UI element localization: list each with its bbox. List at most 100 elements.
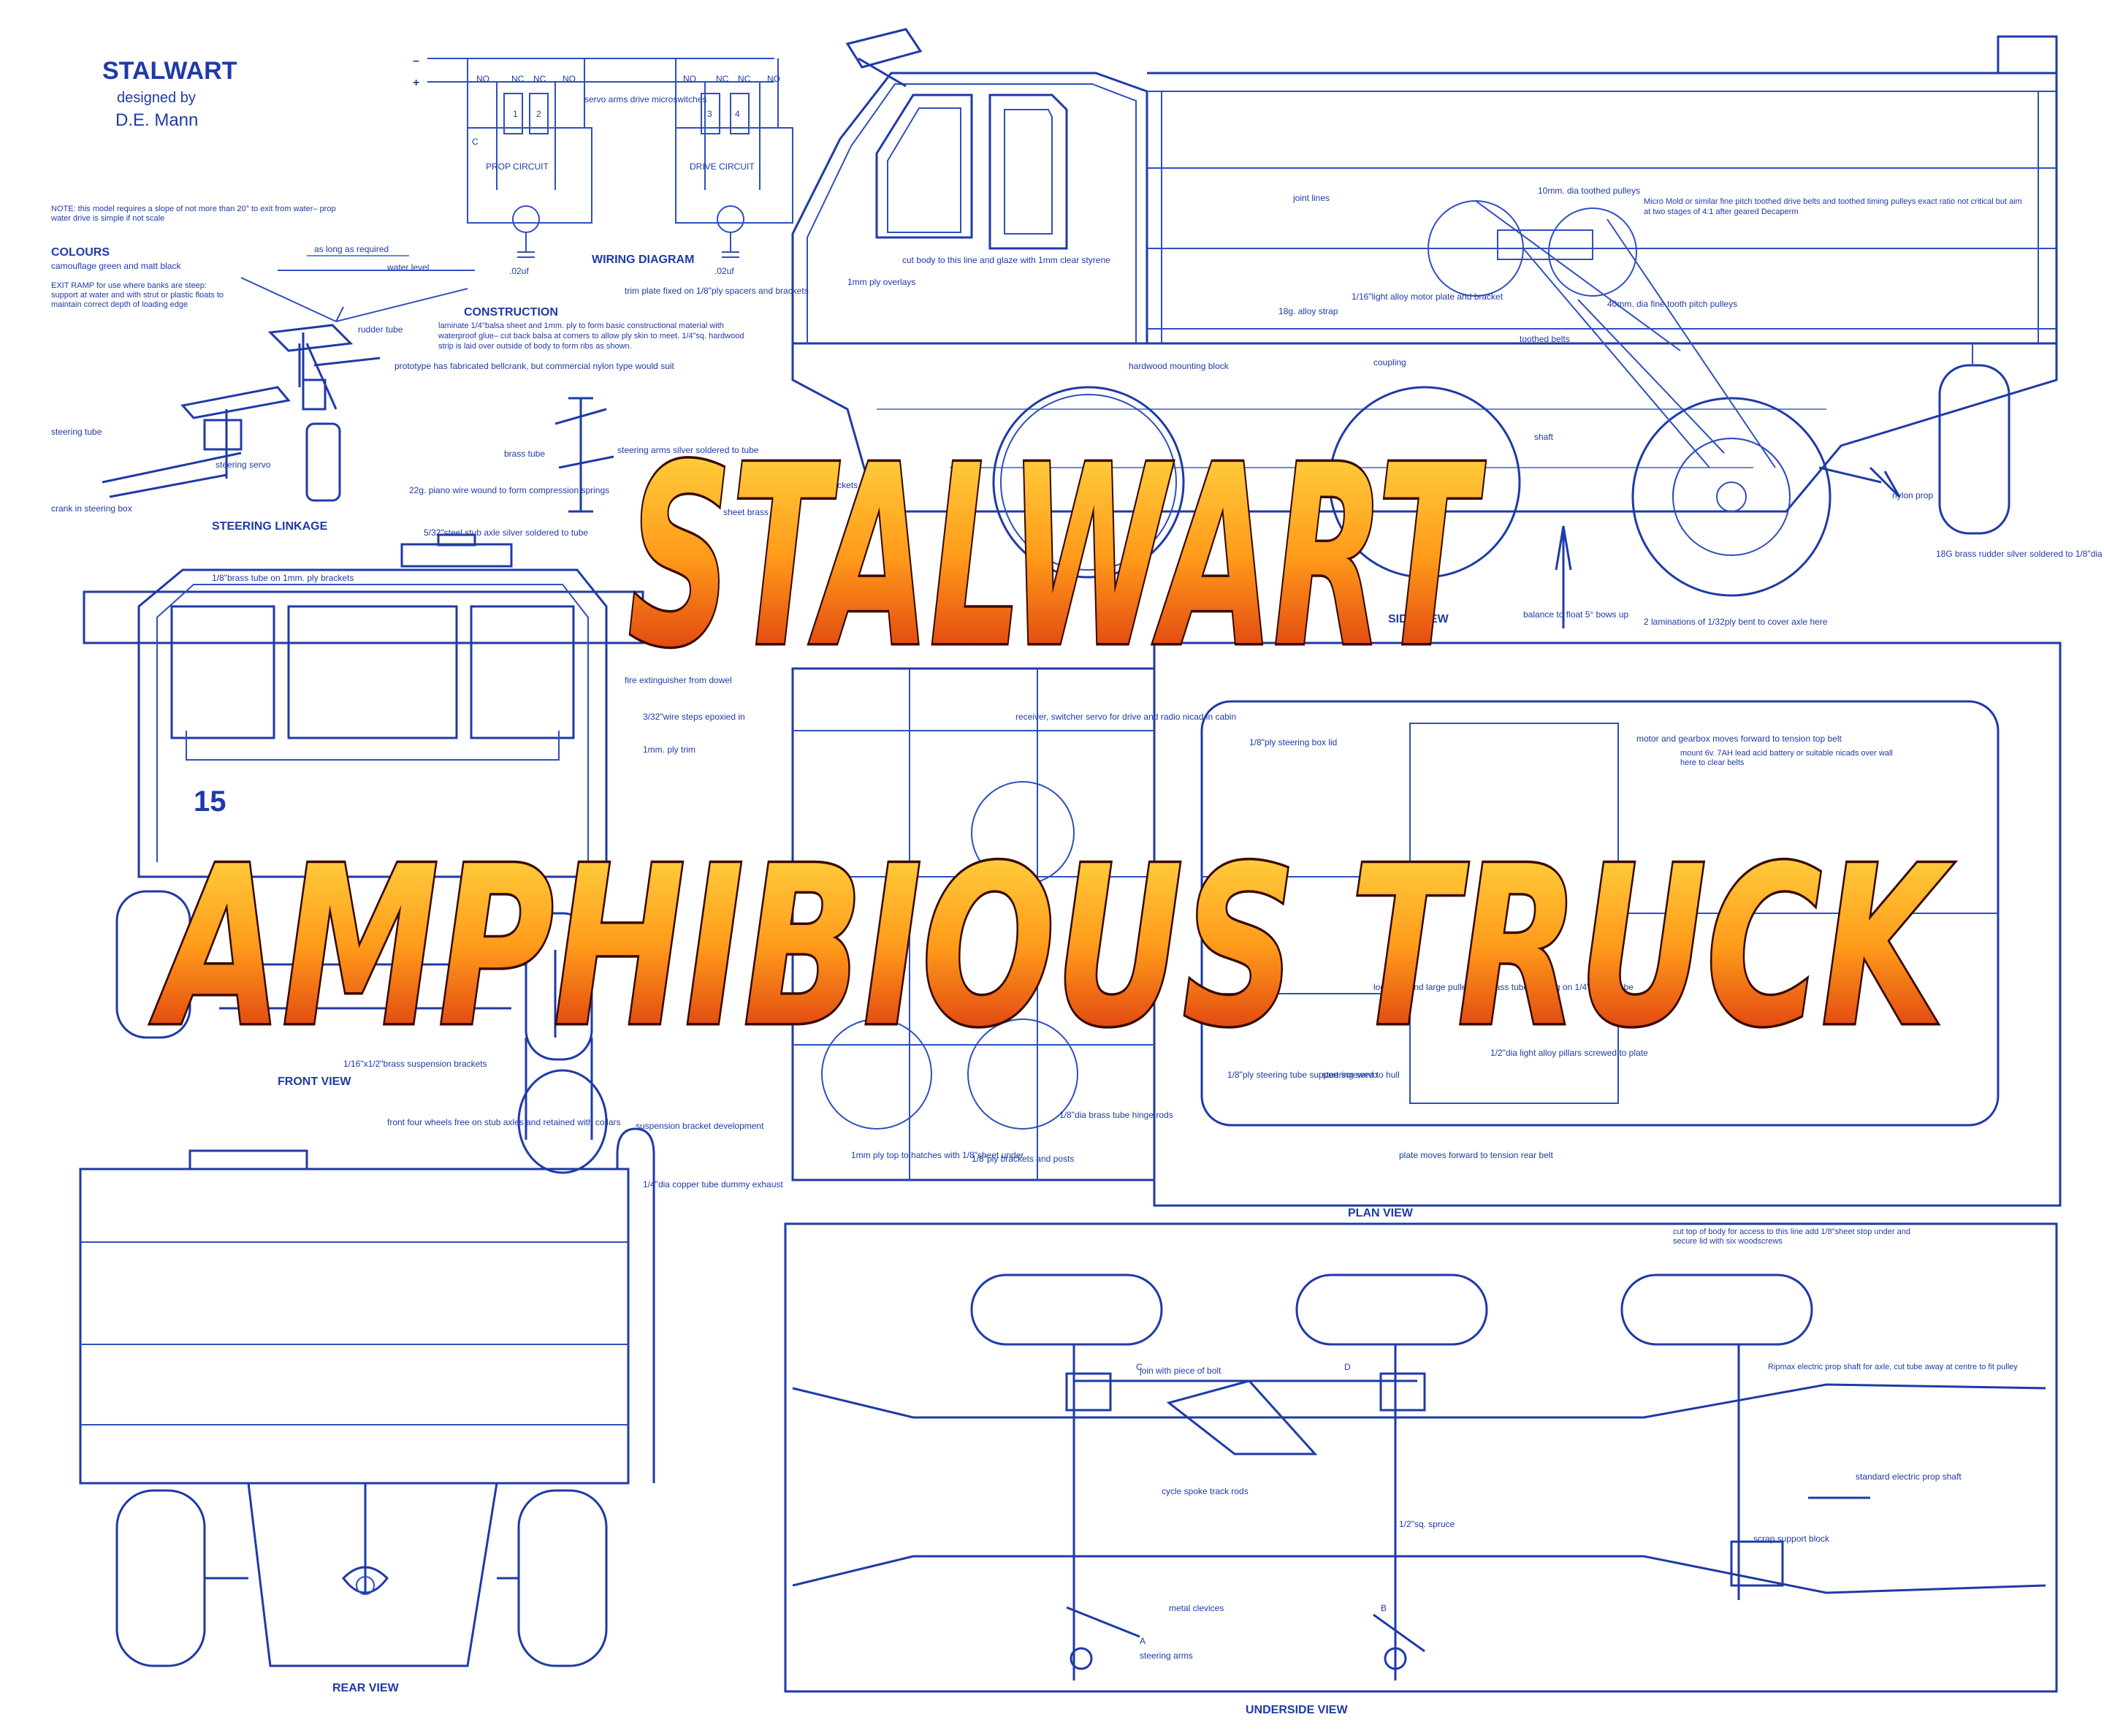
piano-wire-label: 22g. piano wire wound to form compressio… (409, 485, 609, 495)
contact-label: NC (511, 74, 525, 84)
pillars-label: 1/2"dia light alloy pillars screwed to p… (1490, 1048, 1648, 1058)
laminations-label: 2 laminations of 1/32ply bent to cover a… (1644, 617, 1828, 627)
switch-number: 2 (536, 109, 541, 119)
brackets-label: 1/8"ply brackets and posts (972, 1154, 1074, 1164)
colours-text: camouflage green and matt black (51, 261, 181, 271)
rudder-tube-label: rudder tube (358, 324, 403, 335)
wiring-caption: WIRING DIAGRAM (592, 254, 694, 266)
scrap-support-label: scrap support block (1753, 1534, 1830, 1544)
wire-steps-label: 3/32"wire steps epoxied in (643, 712, 745, 722)
construction-text: laminate 1/4"balsa sheet and 1mm. ply to… (438, 321, 744, 351)
suspension-development-label: suspension bracket development (636, 1121, 764, 1131)
underside-view: join with piece of bolt Ripmax electric … (784, 1222, 2058, 1716)
steering-servo-label: steering servo (1322, 1070, 1378, 1080)
designer-name: D.E. Mann (115, 110, 198, 130)
polarity-negative: – (413, 55, 419, 67)
plan-view-caption: PLAN VIEW (1348, 1207, 1414, 1219)
steering-tube-label: steering tube (51, 427, 102, 437)
prototype-note: prototype has fabricated bellcrank, but … (394, 361, 675, 371)
plate-moves-label: plate moves forward to tension rear belt (1399, 1150, 1553, 1160)
pulley-note: Micro Mold or similar fine pitch toothed… (1644, 197, 2022, 216)
metal-clevices-label: metal clevices (1169, 1603, 1224, 1613)
title-block: STALWART designed by D.E. Mann (102, 57, 237, 130)
prop-circuit-label: PROP CIRCUIT (486, 161, 549, 172)
cut-top-note: cut top of body for access to this line … (1673, 1227, 1910, 1246)
side-view-caption: SIDE VIEW (1388, 613, 1449, 625)
capacitor-label: .02uf (714, 266, 734, 276)
notes-block: NOTE: this model requires a slope of not… (51, 205, 744, 351)
pulleys-10-label: 10mm. dia toothed pulleys (1538, 186, 1640, 196)
track-rods-label: cycle spoke track rods (1162, 1486, 1249, 1496)
steering-support-label: 1/8"ply steering tube support screwed to… (1227, 1070, 1400, 1080)
vehicle-number: 15 (194, 785, 226, 818)
switch-number: 4 (735, 109, 740, 119)
shaft-label: shaft (1534, 432, 1554, 442)
brass-tube-label: 1/8"brass tube on 1mm. ply brackets (212, 573, 354, 583)
exit-ramp-note: EXIT RAMP for use where banks are steep:… (51, 281, 224, 310)
fire-extinguisher-label: fire extinguisher from dowel (625, 675, 732, 685)
sheet-brass-label: sheet brass (723, 507, 769, 517)
steering-arms-label: steering arms silver soldered to tube (617, 445, 759, 455)
pulleys-40-label: 40mm. dia fine tooth pitch pulleys (1607, 299, 1737, 309)
battery-note: mount 6v. 7AH lead acid battery or suita… (1680, 749, 1893, 768)
cut-body-label: cut body to this line and glaze with 1mm… (902, 255, 1110, 265)
underside-view-caption: UNDERSIDE VIEW (1246, 1704, 1348, 1716)
steering-linkage-caption: STEERING LINKAGE (212, 520, 328, 533)
brass-tube-label: brass tube (504, 449, 545, 459)
contact-label: NO (767, 74, 780, 84)
contact-label: NC (716, 74, 729, 84)
stub-axle-label: 5/32"steel stub axle silver soldered to … (424, 528, 588, 538)
exhaust-label: 1/4"dia copper tube dummy exhaust (643, 1179, 783, 1189)
free-wheels-label: front four wheels free on stub axles and… (387, 1117, 621, 1127)
headline-line-1: STALWART (628, 413, 1485, 702)
contact-label: NO (476, 74, 489, 84)
steering-arms-label: steering arms (1140, 1651, 1193, 1661)
crank-label: crank in steering box (51, 503, 132, 514)
letter-a: A (1140, 1636, 1146, 1646)
contact-label: NC (738, 74, 751, 84)
wiring-diagram: – + NO NC NC NO 1 2 C PROP CIRCUIT .02uf… (413, 55, 793, 276)
rudder-note: 18G brass rudder silver soldered to 1/8"… (1936, 549, 2104, 559)
headline-line-2: AMPHIBIOUS TRUCK (148, 820, 1954, 1075)
model-note: NOTE: this model requires a slope of not… (51, 205, 336, 224)
ramp-length-label: as long as required (314, 244, 389, 254)
spruce-label: 1/2"sq. spruce (1399, 1519, 1455, 1529)
terminal-label: C (472, 137, 479, 147)
model-name: STALWART (102, 57, 237, 85)
ply-trim-label: 1mm. ply trim (643, 745, 695, 755)
polarity-positive: + (413, 77, 419, 89)
drive-label: drive (1411, 861, 1430, 872)
servo-note: servo arms drive microswitches (584, 94, 706, 104)
headline-overlay: STALWART AMPHIBIOUS TRUCK (146, 411, 1957, 1078)
receiver-label: receiver, switcher servo for drive and r… (1015, 712, 1236, 722)
join-bolt-label: join with piece of bolt (1139, 1366, 1221, 1376)
coupling-label: coupling (1373, 357, 1406, 368)
ripmax-note: Ripmax electric prop shaft for axle, cut… (1768, 1363, 2018, 1371)
toothed-belts-label: toothed belts (1520, 334, 1570, 344)
plan-view: receiver, switcher servo for drive and r… (791, 642, 2062, 1246)
steering-servo-label: steering servo (216, 460, 271, 470)
lock-wall-label: lock wall and large pulleys to brass tub… (1373, 982, 1634, 992)
designed-by: designed by (117, 90, 196, 106)
rear-view: 1/4"dia copper tube dummy exhaust REAR V… (79, 1127, 783, 1694)
motor-note: motor and gearbox moves forward to tensi… (1636, 734, 1842, 744)
trim-plate-label: trim plate fixed on 1/8"ply spacers and … (625, 286, 809, 296)
switch-number: 1 (513, 109, 518, 119)
letter-d: D (1344, 1362, 1351, 1372)
letter-c: C (1136, 1362, 1143, 1372)
steering-linkage: rudder tube prototype has fabricated bel… (51, 324, 759, 538)
construction-heading: CONSTRUCTION (464, 306, 558, 319)
letter-b: B (1381, 1603, 1387, 1613)
drive-circuit-label: DRIVE CIRCUIT (690, 161, 755, 172)
front-view: 15 1/8"brass tube on 1mm. ply brackets s… (83, 507, 769, 1174)
contact-label: NO (563, 74, 576, 84)
contact-label: NO (683, 74, 696, 84)
motor-label: RS 550 (1205, 916, 1235, 926)
rear-view-caption: REAR VIEW (332, 1682, 400, 1694)
prop-shaft-label: standard electric prop shaft (1856, 1472, 1962, 1482)
motor-plate-label: 1/16"light alloy motor plate and bracket (1352, 292, 1503, 302)
suspension-brackets-label: 1/16"x1/2"brass suspension brackets (343, 1059, 487, 1069)
joint-lines-label: joint lines (1292, 193, 1330, 203)
capacitor-label: .02uf (509, 266, 529, 276)
